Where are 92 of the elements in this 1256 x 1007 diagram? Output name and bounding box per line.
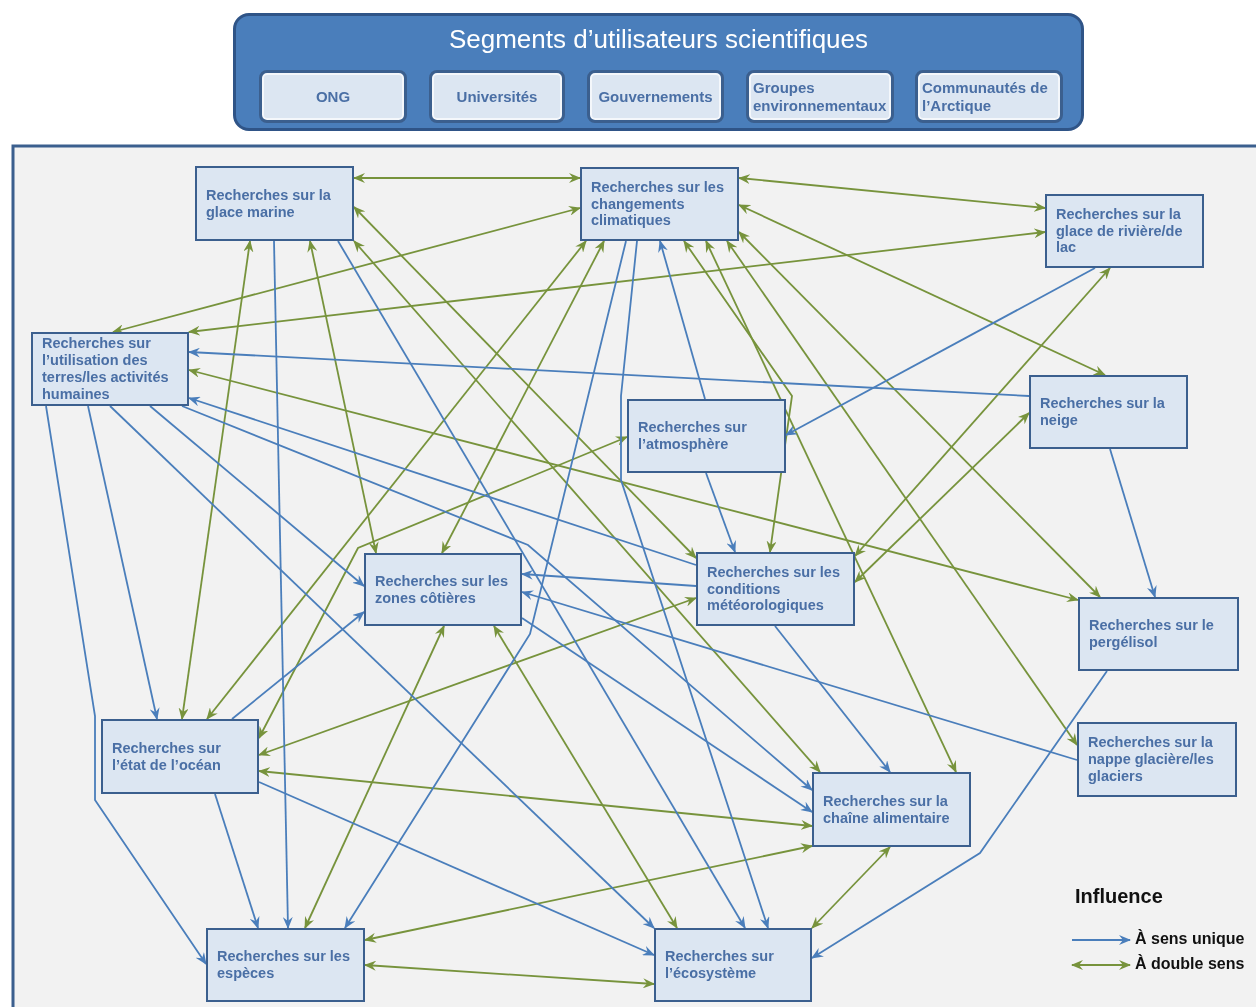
research-box [31, 332, 189, 406]
double-arrow [364, 960, 655, 989]
arrow [214, 793, 260, 929]
double-arrow [258, 767, 813, 830]
arrow [521, 590, 1078, 761]
research-box [696, 552, 855, 626]
node-label: Recherches sur la nappe glacière/les glaciers [1088, 734, 1215, 785]
arrow [109, 405, 655, 929]
node-label: Recherches sur les conditions météorologiques [707, 563, 841, 615]
node-label: Recherches sur la glace de rivière/de lac [1056, 205, 1184, 257]
node-label: Recherches sur l’état de l’océan [112, 739, 222, 774]
double-arrow [738, 204, 1106, 376]
arrow [785, 267, 1096, 436]
research-box [1029, 375, 1188, 449]
research-box [654, 928, 812, 1002]
node-label: Recherches sur le pergélisol [1089, 617, 1215, 651]
segment-panel [233, 13, 1084, 131]
node-label: Recherches sur la neige [1040, 395, 1166, 429]
arrow [181, 405, 813, 791]
arrow [620, 240, 770, 929]
segment-box [587, 70, 724, 123]
node-label: Recherches sur les changements climatiques [591, 178, 725, 230]
research-box [1078, 597, 1239, 671]
double-arrow [726, 240, 1078, 746]
arrow [45, 405, 207, 965]
double-arrow [258, 436, 628, 739]
arrow [705, 472, 736, 553]
research-box [1045, 194, 1204, 268]
research-box [1077, 722, 1237, 797]
segment-box [915, 70, 1063, 123]
double-arrow [258, 597, 697, 756]
node-label: Recherches sur l’atmosphère [638, 419, 748, 453]
arrow [774, 625, 891, 773]
double-arrow [738, 174, 1046, 212]
arrow [1109, 448, 1157, 598]
arrow [231, 611, 365, 720]
double-arrow [353, 173, 581, 183]
double-arrow [206, 240, 587, 720]
legend-text: À double sens [1135, 955, 1245, 973]
arrow [87, 405, 160, 720]
arrow [188, 396, 697, 566]
segment-box [429, 70, 565, 123]
arrow [337, 240, 746, 929]
double-arrow [854, 412, 1030, 583]
node-label: Recherches sur les espèces [217, 948, 351, 982]
node-label: Recherches sur la chaîne alimentaire [823, 792, 951, 827]
research-box [101, 719, 259, 794]
research-box [364, 553, 522, 626]
double-arrow [493, 625, 678, 929]
double-arrow [364, 843, 813, 943]
research-box [812, 772, 971, 847]
double-arrow [683, 240, 793, 553]
node-label: Recherches sur l’écosystème [665, 948, 775, 982]
double-arrow [188, 228, 1046, 336]
double-arrow [112, 206, 581, 334]
node-label: Recherches sur la glace marine [206, 186, 332, 221]
arrow [188, 347, 1030, 397]
double-arrow [811, 846, 891, 929]
panel-title: Segments d’utilisateurs scientifiques [447, 24, 870, 55]
research-box [195, 166, 354, 241]
node-label: ONG [315, 87, 351, 106]
arrow [258, 781, 655, 956]
arrow [344, 240, 627, 929]
double-arrow [854, 267, 1111, 557]
double-arrow [307, 240, 379, 554]
double-arrow [353, 206, 697, 559]
research-box [206, 928, 365, 1002]
segment-box [746, 70, 894, 123]
double-arrow [304, 625, 445, 929]
node-label: Recherches sur les zones côtières [375, 572, 509, 607]
node-label: Communautés de l’Arctique [922, 78, 1049, 115]
double-arrow [178, 240, 254, 720]
double-arrow [353, 240, 821, 773]
research-box [627, 399, 786, 473]
double-arrow [738, 231, 1101, 598]
node-label: Universités [456, 87, 538, 106]
arrow [273, 240, 293, 929]
double-arrow [441, 240, 605, 554]
arrow [521, 569, 697, 587]
node-label: Recherches sur l’utilisation des terres/les activités humaines [42, 335, 170, 403]
arrow [149, 405, 365, 587]
double-arrow [188, 367, 1079, 603]
node-label: Gouvernements [598, 87, 713, 106]
node-label: Groupes environnementaux [753, 78, 887, 115]
legend-title: Influence [1075, 885, 1163, 908]
research-box [580, 167, 739, 241]
segment-box [259, 70, 407, 123]
legend-text: À sens unique [1135, 930, 1245, 948]
double-arrow [705, 240, 957, 773]
arrow [658, 240, 706, 400]
arrow [521, 617, 813, 813]
arrow [811, 670, 1108, 959]
